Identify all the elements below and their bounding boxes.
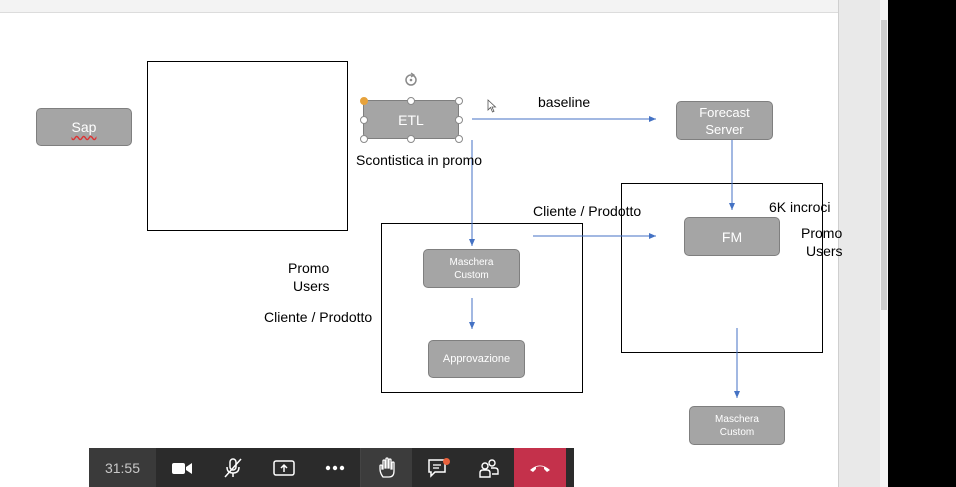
participants-button[interactable]: [463, 448, 514, 487]
maschera-custom-box-2[interactable]: Maschera Custom: [689, 406, 785, 445]
maschera-custom-box[interactable]: Maschera Custom: [423, 249, 520, 288]
share-button[interactable]: [258, 448, 309, 487]
forecast-server-label: Forecast Server: [699, 104, 750, 137]
meeting-toolbar: 31:55: [89, 448, 574, 487]
rotate-handle-icon[interactable]: [403, 72, 419, 88]
camera-icon: [171, 462, 192, 474]
promo-users-right-line1: Promo: [801, 225, 843, 241]
cliente-prodotto-top-label: Cliente / Prodotto: [533, 203, 642, 219]
raise-hand-button[interactable]: [361, 448, 412, 487]
incroci-label: 6K incroci: [769, 199, 831, 215]
sap-label: Sap: [71, 119, 97, 135]
resize-handle[interactable]: [360, 116, 368, 124]
fm-label: FM: [721, 228, 743, 245]
empty-frame[interactable]: [147, 61, 348, 231]
maschera-custom-label-2: Maschera Custom: [715, 413, 759, 438]
chat-button[interactable]: [412, 448, 463, 487]
promo-users-right-line2: Users: [806, 243, 843, 259]
baseline-label: baseline: [538, 94, 591, 110]
resize-handle[interactable]: [455, 116, 463, 124]
etl-box[interactable]: ETL: [363, 100, 459, 139]
etl-label: ETL: [398, 111, 424, 128]
scontistica-label: Scontistica in promo: [356, 152, 483, 168]
mic-muted-icon: [223, 457, 242, 477]
sap-box[interactable]: Sap: [36, 108, 132, 146]
forecast-server-box[interactable]: Forecast Server: [676, 101, 773, 140]
cliente-prodotto-left-label: Cliente / Prodotto: [264, 309, 373, 325]
fm-frame[interactable]: [621, 183, 823, 353]
resize-handle[interactable]: [360, 97, 368, 105]
toolbar-divider: [360, 448, 361, 487]
editor-gutter: [838, 0, 881, 487]
approvazione-box[interactable]: Approvazione: [428, 340, 525, 378]
scrollbar-thumb[interactable]: [881, 20, 887, 310]
fm-box[interactable]: FM: [684, 217, 780, 256]
raise-hand-icon: [378, 456, 395, 478]
more-button[interactable]: [309, 448, 360, 487]
camera-button[interactable]: [156, 448, 207, 487]
resize-handle[interactable]: [407, 135, 415, 143]
chat-notification-dot: [443, 458, 450, 465]
custom-frame[interactable]: [381, 223, 583, 393]
resize-handle[interactable]: [455, 97, 463, 105]
ribbon-strip: [0, 0, 838, 13]
resize-handle[interactable]: [407, 97, 415, 105]
maschera-custom-label: Maschera Custom: [449, 256, 494, 281]
promo-users-left-line2: Users: [293, 278, 330, 294]
call-timer: 31:55: [89, 448, 156, 487]
mic-button[interactable]: [207, 448, 258, 487]
resize-handle[interactable]: [360, 135, 368, 143]
hangup-button[interactable]: [514, 448, 566, 487]
resize-handle[interactable]: [455, 135, 463, 143]
more-icon: [325, 465, 344, 470]
mouse-pointer-icon: [487, 99, 497, 113]
approvazione-label: Approvazione: [442, 353, 511, 365]
black-border: [888, 0, 956, 487]
participants-icon: [478, 458, 499, 478]
hangup-icon: [530, 465, 550, 472]
share-icon: [272, 459, 295, 476]
promo-users-left-line1: Promo: [288, 260, 330, 276]
